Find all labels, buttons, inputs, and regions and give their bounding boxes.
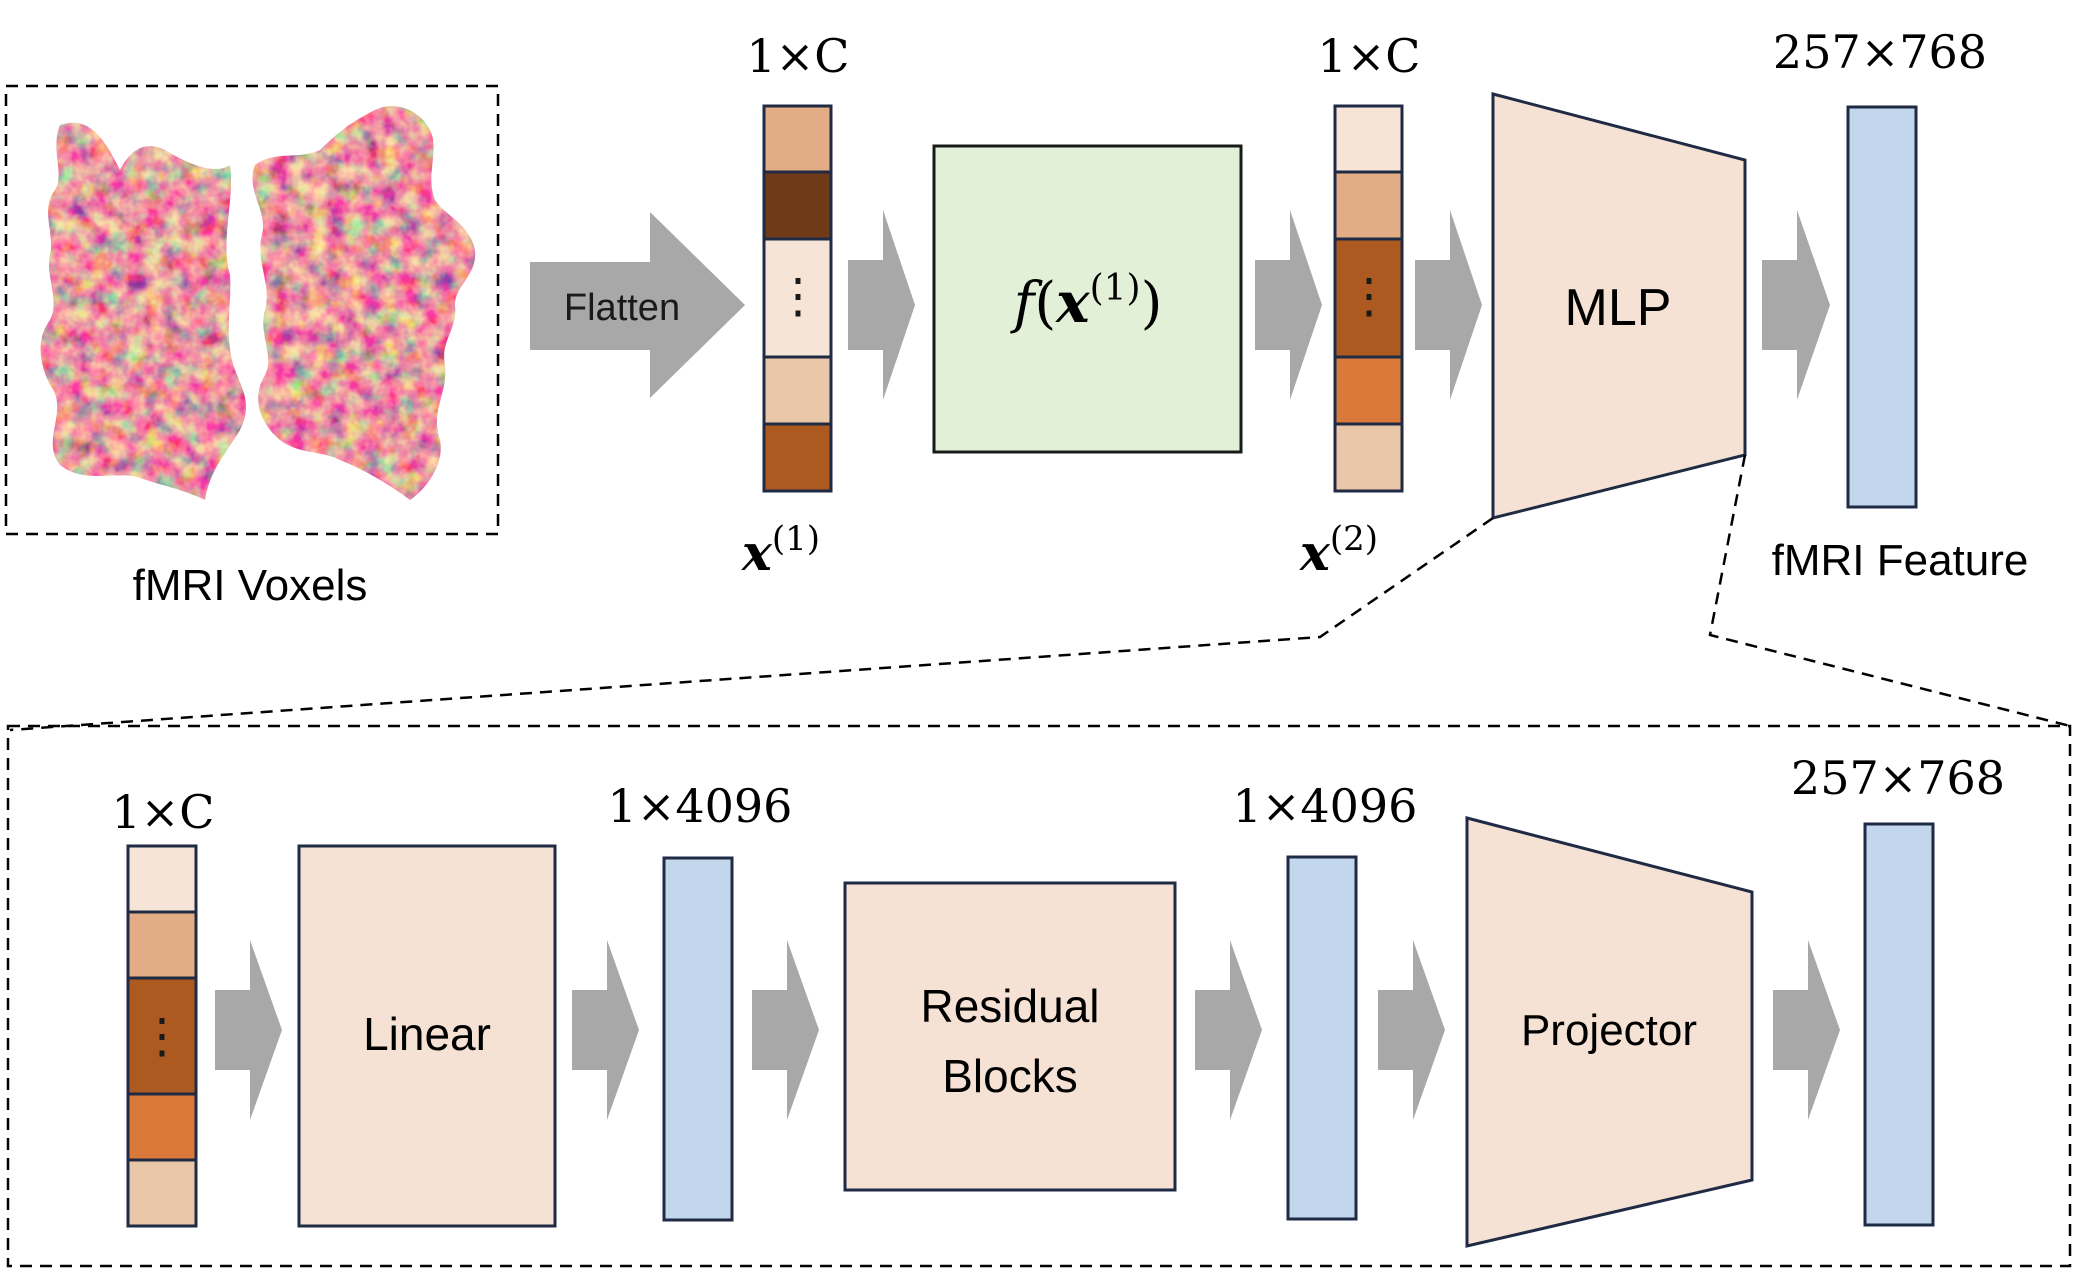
arrow-input-to-linear [215,940,282,1120]
x2-ellipsis: ⋮ [1345,268,1393,324]
x1-ellipsis: ⋮ [774,268,822,324]
output-feature-bar [1846,105,1918,509]
mlp-label: MLP [1565,279,1672,337]
detail-output-dimension: 257×768 [1791,751,2005,805]
residual-label-line2: Blocks [942,1050,1077,1102]
output-dimension: 257×768 [1773,25,1987,79]
arrow-linear-to-h1 [572,940,639,1120]
residual-label-line1: Residual [921,980,1100,1032]
fmri-voxels-frame [4,84,500,536]
zoom-line-right [1708,454,2071,728]
arrow-residual-to-h2 [1195,940,1262,1120]
f-box [932,144,1243,454]
mlp-detail-frame [6,724,2072,1268]
hidden2-dimension: 1×4096 [1233,779,1418,833]
zoom-line-left [9,516,1494,732]
x1-vector [762,104,833,493]
arrow-f-to-x2 [1255,210,1322,400]
projector-label: Projector [1521,1006,1697,1055]
arrow-h2-to-projector [1378,940,1445,1120]
detail-input-ellipsis: ⋮ [138,1008,186,1064]
x2-vector [1333,104,1404,493]
flatten-label: Flatten [564,287,680,329]
f-label: f(x(1)) [1010,268,1163,336]
arrow-mlp-to-output [1762,210,1830,400]
hidden2-bar [1286,855,1358,1221]
fmri-flatmap-image [40,106,476,500]
arrow-x2-to-mlp [1415,210,1482,400]
arrow-projector-to-output [1773,940,1840,1120]
x2-dimension: 1×C [1317,29,1420,83]
detail-output-bar [1863,822,1935,1227]
detail-input-dimension: 1×C [111,785,214,839]
flatten-arrow [530,212,745,398]
x1-label: x(1) [741,519,820,582]
hidden1-bar [662,856,734,1222]
hidden1-dimension: 1×4096 [608,779,793,833]
detail-input-vector [126,844,198,1228]
projector-block [1465,816,1754,1248]
x2-label: x(2) [1299,519,1378,582]
linear-label: Linear [363,1008,491,1060]
output-caption: fMRI Feature [1772,536,2029,585]
x1-dimension: 1×C [746,29,849,83]
linear-block [297,844,557,1228]
arrow-x1-to-f [848,210,915,400]
arrow-h1-to-residual [752,940,819,1120]
residual-block [843,881,1177,1192]
fmri-voxels-caption: fMRI Voxels [133,561,368,610]
